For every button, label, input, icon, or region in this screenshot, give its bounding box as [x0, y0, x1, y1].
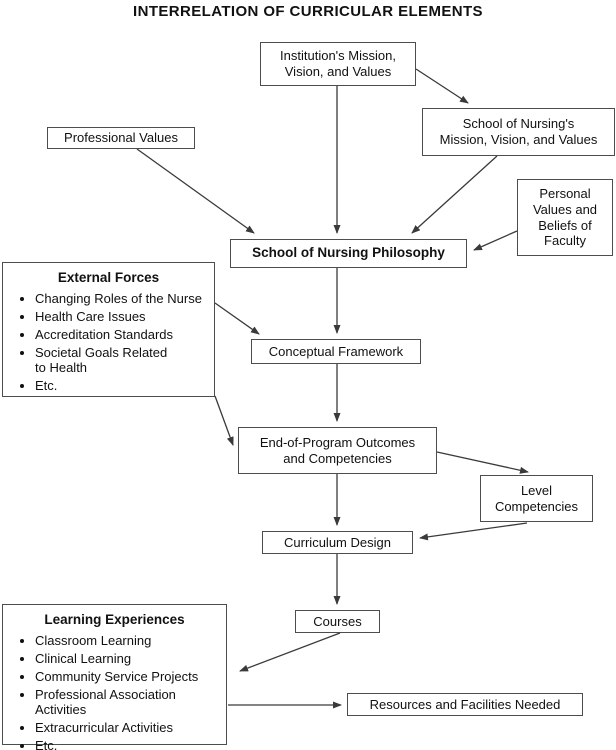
box-curriculum-design: Curriculum Design — [262, 531, 413, 554]
learning-experiences-title: Learning Experiences — [44, 612, 185, 627]
bullet-item: Etc. — [35, 738, 218, 750]
edge-personal-to-philosophy — [473, 230, 518, 251]
bullet-item: Extracurricular Activities — [35, 720, 218, 736]
box-conceptual-framework: Conceptual Framework — [251, 339, 421, 364]
bullet-item: Community Service Projects — [35, 669, 218, 685]
edge-son-mvv-to-philosophy — [411, 155, 498, 234]
bullet-item: Health Care Issues — [35, 309, 206, 325]
box-external-forces: External Forces Changing Roles of the Nu… — [2, 262, 215, 397]
box-professional-values: Professional Values — [47, 127, 195, 149]
box-school-of-nursing-mission-vision-values: School of Nursing's Mission, Vision, and… — [422, 108, 615, 156]
edge-external-to-eop — [214, 395, 234, 446]
box-courses: Courses — [295, 610, 380, 633]
box-end-of-program-outcomes-competencies: End-of-Program Outcomes and Competencies — [238, 427, 437, 474]
bullet-item: Societal Goals Related to Health — [35, 345, 206, 377]
bullet-item: Classroom Learning — [35, 633, 218, 649]
edge-courses-to-learning — [239, 632, 341, 672]
bullet-item: Accreditation Standards — [35, 327, 206, 343]
bullet-item: Clinical Learning — [35, 651, 218, 667]
box-learning-experiences: Learning Experiences Classroom LearningC… — [2, 604, 227, 750]
box-school-of-nursing-philosophy: School of Nursing Philosophy — [230, 239, 467, 268]
edge-external-to-conceptual — [214, 302, 260, 335]
box-institution-mission-vision-values: Institution's Mission, Vision, and Value… — [260, 42, 416, 86]
bullet-item: Changing Roles of the Nurse — [35, 291, 206, 307]
external-forces-list: Changing Roles of the NurseHealth Care I… — [11, 291, 206, 394]
box-personal-values-beliefs-of-faculty: Personal Values and Beliefs of Faculty — [517, 179, 613, 256]
edge-eop-to-level — [436, 451, 529, 474]
box-resources-facilities-needed: Resources and Facilities Needed — [347, 693, 583, 716]
edge-institution-to-son-mvv — [415, 68, 469, 104]
learning-experiences-list: Classroom LearningClinical LearningCommu… — [11, 633, 218, 750]
diagram-title: INTERRELATION OF CURRICULAR ELEMENTS — [133, 3, 483, 20]
edge-professional-to-philosophy — [136, 148, 255, 234]
box-level-competencies: Level Competencies — [480, 475, 593, 522]
bullet-item: Etc. — [35, 378, 206, 394]
external-forces-title: External Forces — [57, 270, 160, 285]
edge-level-to-curriculum — [419, 522, 528, 541]
bullet-item: Professional Association Activities — [35, 687, 218, 719]
